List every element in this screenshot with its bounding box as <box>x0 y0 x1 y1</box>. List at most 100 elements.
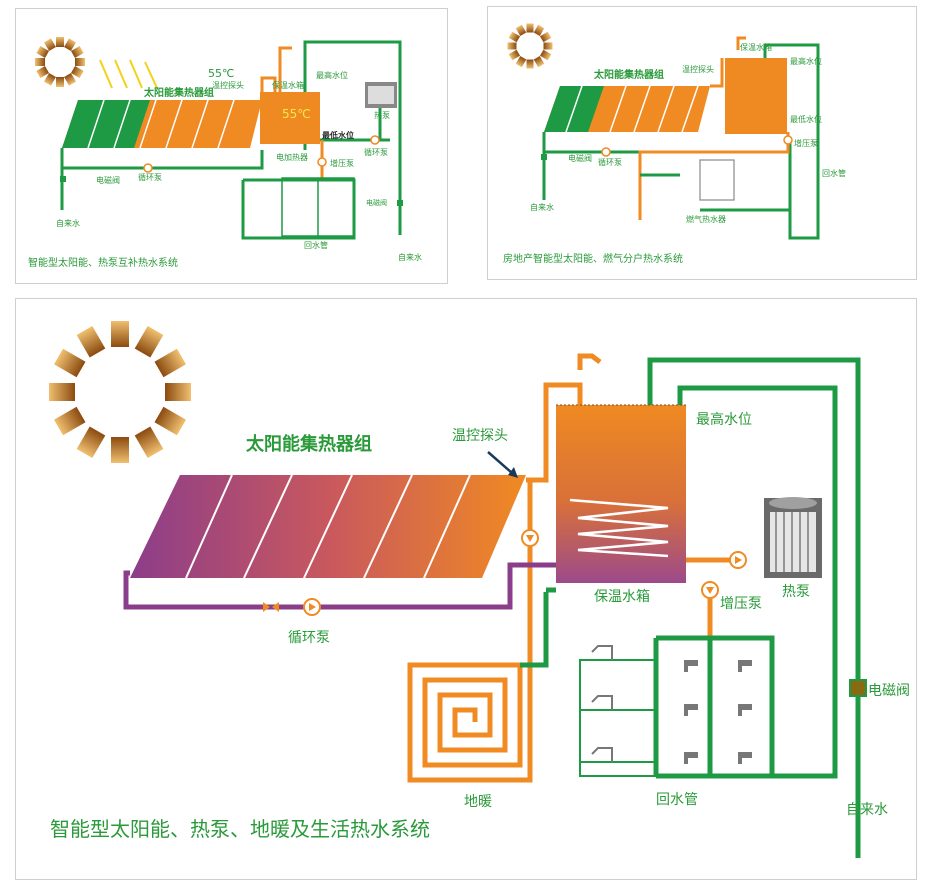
sun-ray <box>508 49 521 61</box>
sun-ray <box>539 49 552 61</box>
p2-solenoid: 电磁阀 <box>568 153 592 163</box>
sun-ray <box>70 46 84 58</box>
sun-ray <box>64 72 76 86</box>
sun-ray <box>36 46 50 58</box>
circ-pump-valve-icon <box>263 602 279 612</box>
storage-tank <box>725 58 787 134</box>
sun-ray <box>49 383 75 401</box>
panel3-diagram <box>49 321 867 858</box>
sunray-arrows <box>99 59 158 89</box>
gas-water-heater-icon <box>699 159 735 201</box>
p1-temp-label: 55℃ <box>208 67 234 80</box>
heat-pump-circ-icon <box>729 551 747 569</box>
p3-caption: 智能型太阳能、热泵、地暖及生活热水系统 <box>50 817 430 841</box>
booster-pump-icon <box>783 135 793 145</box>
p3-return-pipe: 回水管 <box>656 792 698 808</box>
p1-circ-pump: 循环泵 <box>138 172 162 182</box>
booster-pump-icon <box>701 581 719 599</box>
sun-ray <box>533 55 545 68</box>
probe-pointer <box>487 451 513 474</box>
storage-tank <box>260 92 320 144</box>
sun-ray <box>165 383 191 401</box>
sun-ray <box>515 55 527 68</box>
tank-inlet-pump-icon <box>521 529 539 547</box>
sun-ray <box>64 38 76 52</box>
sun-ray <box>70 66 84 78</box>
faucet-icons <box>684 660 752 764</box>
floor-heating-coil <box>407 662 523 780</box>
p2-return-pipe: 回水管 <box>822 168 846 178</box>
p1-min-level: 最低水位 <box>322 130 354 140</box>
sun-ray <box>44 72 56 86</box>
sun-ray <box>539 31 552 43</box>
sun-ray <box>508 31 521 43</box>
diagram-panel-gas-household <box>487 6 917 280</box>
solar-collector-array <box>62 99 262 149</box>
p3-max-level: 最高水位 <box>696 411 752 428</box>
p1-tank-label: 保温水箱 <box>272 80 304 90</box>
p1-booster-pump: 增压泵 <box>330 158 354 168</box>
panel1-diagram <box>35 37 403 240</box>
p2-gas-heater: 燃气热水器 <box>686 214 726 224</box>
solenoid-valve-right-icon <box>397 200 403 206</box>
shower-icons <box>591 645 613 762</box>
p1-return-pipe: 回水管 <box>304 240 328 250</box>
p1-tank-temp: 55℃ <box>282 107 311 121</box>
solenoid-valve-left-icon <box>60 176 66 182</box>
heat-exchange-coil <box>569 498 669 558</box>
sun-icon <box>49 321 191 463</box>
sun-ray <box>56 37 64 47</box>
p1-tap-right: 自来水 <box>398 252 422 262</box>
p3-booster-pump: 增压泵 <box>720 596 762 612</box>
p2-collector-label: 太阳能集热器组 <box>593 68 664 81</box>
p2-circ-pump: 循环泵 <box>598 157 622 167</box>
sun-ray <box>134 426 164 458</box>
sun-ray <box>76 326 106 358</box>
sun-ray <box>533 24 545 37</box>
heat-pump-icon <box>365 82 397 108</box>
sun-icon <box>35 37 85 87</box>
p1-probe-label: 温控探头 <box>212 80 244 90</box>
p2-min-level: 最低水位 <box>790 114 822 124</box>
p3-heat-pump: 热泵 <box>782 584 810 600</box>
booster-pump-icon <box>317 157 327 167</box>
solar-collector-array <box>130 474 526 579</box>
p2-caption: 房地产智能型太阳能、燃气分户热水系统 <box>503 252 683 265</box>
p1-heat-pump: 热泵 <box>374 110 390 120</box>
p1-caption: 智能型太阳能、热泵互补热水系统 <box>28 256 178 269</box>
sun-ray <box>134 326 164 358</box>
circ-pump-icon <box>303 598 321 616</box>
sun-ray <box>54 406 86 436</box>
p3-collector-label: 太阳能集热器组 <box>246 433 372 455</box>
sun-ray <box>526 59 534 69</box>
sun-ray <box>76 426 106 458</box>
sun-ray <box>111 321 129 347</box>
p1-collector-label: 太阳能集热器组 <box>143 86 214 99</box>
p2-max-level: 最高水位 <box>790 56 822 66</box>
p3-solenoid: 电磁阀 <box>868 683 910 699</box>
sun-ray <box>154 348 186 378</box>
sun-ray <box>54 348 86 378</box>
sun-ray <box>44 38 56 52</box>
p2-booster-pump: 增压泵 <box>794 138 818 148</box>
p2-probe-label: 温控探头 <box>682 64 714 74</box>
sun-ray <box>526 23 534 33</box>
p1-max-level: 最高水位 <box>316 70 348 80</box>
p3-probe-label: 温控探头 <box>452 428 508 444</box>
heat-pump-icon <box>764 497 822 578</box>
sun-ray <box>154 406 186 436</box>
p3-tank-label: 保温水箱 <box>594 589 650 605</box>
panel2-diagram <box>507 23 820 240</box>
p1-circ-pump-right: 循环泵 <box>364 147 388 157</box>
p3-tap-water: 自来水 <box>846 802 888 818</box>
solenoid-valve-icon <box>849 679 867 697</box>
circ-pump-icon <box>601 147 611 157</box>
sun-ray <box>35 58 45 66</box>
sun-ray <box>56 77 64 87</box>
p1-tap-left: 自来水 <box>56 218 80 228</box>
tap-grid <box>281 177 355 237</box>
p2-tank-label: 保温水箱 <box>740 42 772 52</box>
sun-ray <box>36 66 50 78</box>
sun-icon <box>507 23 553 69</box>
